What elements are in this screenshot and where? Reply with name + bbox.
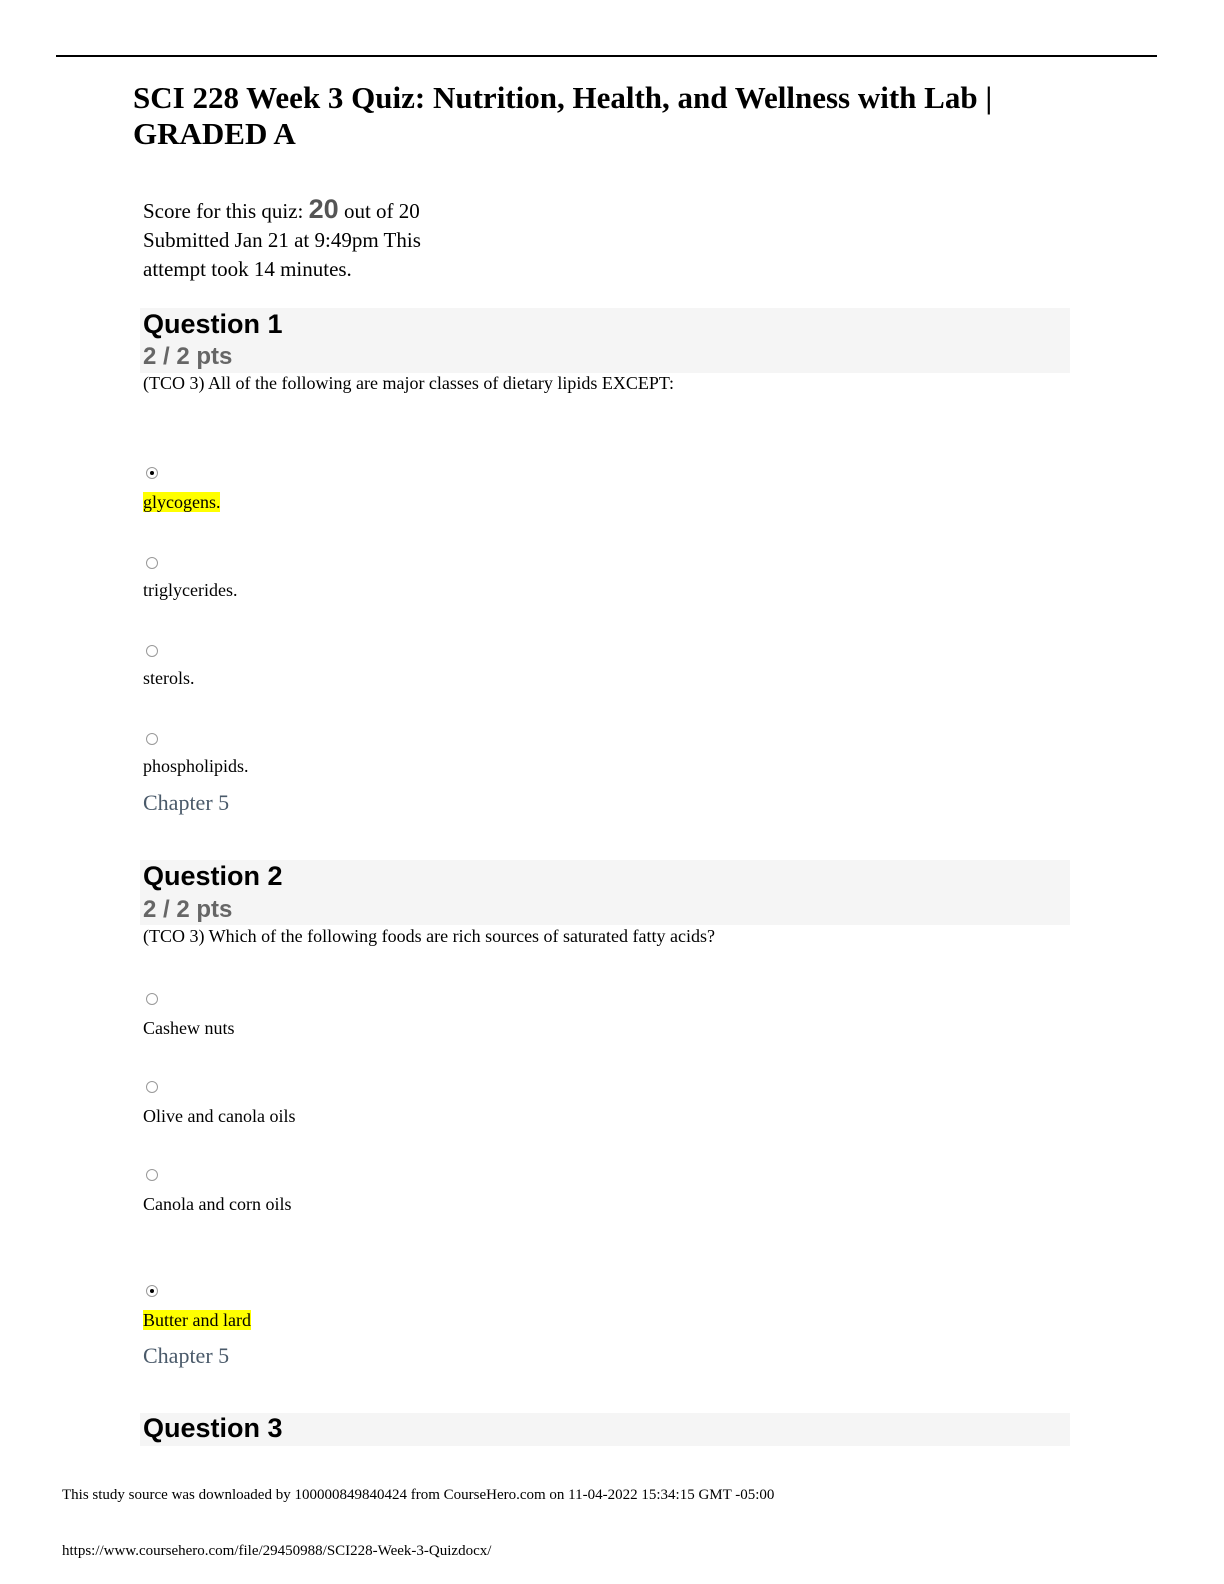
radio-q1-option-1[interactable]	[146, 467, 158, 479]
source-url[interactable]: https://www.coursehero.com/file/29450988…	[62, 1543, 492, 1559]
download-notice: This study source was downloaded by 1000…	[62, 1487, 775, 1503]
quiz-meta: Score for this quiz: 20 out of 20 Submit…	[143, 195, 483, 284]
q1-chapter: Chapter 5	[143, 790, 230, 815]
q1-option-2-label: triglycerides.	[143, 580, 238, 600]
question-2-header	[140, 860, 1070, 925]
score-suffix: out of 20	[338, 199, 420, 223]
radio-q1-option-3[interactable]	[146, 645, 158, 657]
q2-chapter: Chapter 5	[143, 1343, 230, 1368]
q2-option-2-label: Olive and canola oils	[143, 1106, 296, 1126]
q2-option-1-label: Cashew nuts	[143, 1018, 235, 1038]
score-value: 20	[308, 194, 339, 224]
q2-option-4-label: Butter and lard	[143, 1310, 251, 1330]
question-1-text: (TCO 3) All of the following are major c…	[143, 373, 674, 393]
radio-q1-option-4[interactable]	[146, 733, 158, 745]
question-1-points: 2 / 2 pts	[143, 343, 233, 370]
radio-q1-option-2[interactable]	[146, 557, 158, 569]
question-2-points: 2 / 2 pts	[143, 896, 233, 923]
question-1-title: Question 1	[143, 309, 283, 339]
radio-q2-option-2[interactable]	[146, 1081, 158, 1093]
question-2-text: (TCO 3) Which of the following foods are…	[143, 926, 715, 946]
radio-q2-option-1[interactable]	[146, 993, 158, 1005]
submitted-text: Submitted Jan 21 at 9:49pm This attempt …	[143, 228, 421, 281]
question-3-header	[140, 1413, 1070, 1446]
q2-option-3-label: Canola and corn oils	[143, 1194, 292, 1214]
q1-option-1-label: glycogens.	[143, 492, 221, 512]
score-prefix: Score for this quiz:	[143, 199, 309, 223]
top-rule	[56, 55, 1157, 57]
q1-option-3-label: sterols.	[143, 668, 195, 688]
radio-q2-option-4[interactable]	[146, 1285, 158, 1297]
question-1-header	[140, 308, 1070, 373]
question-3-title: Question 3	[143, 1413, 283, 1443]
question-2-title: Question 2	[143, 861, 283, 891]
q1-option-4-label: phospholipids.	[143, 756, 249, 776]
page-title: SCI 228 Week 3 Quiz: Nutrition, Health, …	[133, 80, 993, 151]
radio-q2-option-3[interactable]	[146, 1169, 158, 1181]
